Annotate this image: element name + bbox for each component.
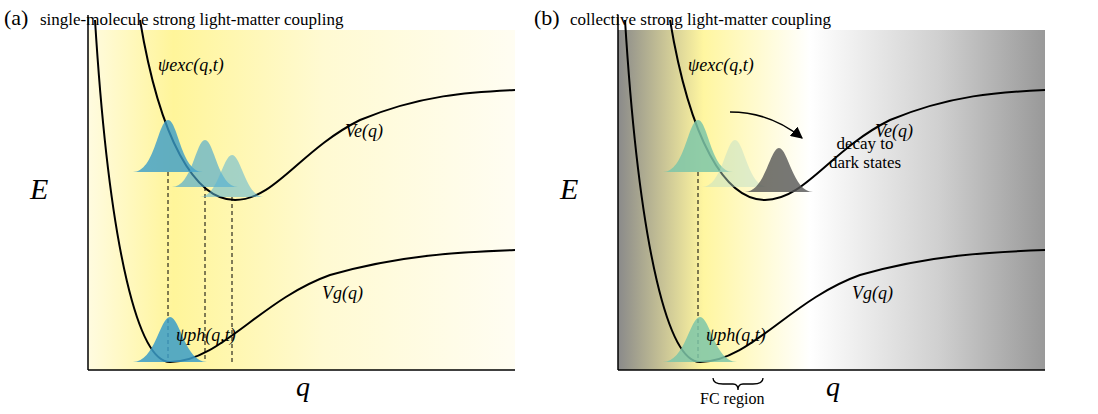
- panel-letter: (a): [4, 6, 28, 30]
- axis-label: q: [826, 372, 840, 403]
- curve-label: Ve(q): [345, 122, 383, 142]
- panel-title: single-molecule strong light-matter coup…: [40, 11, 344, 30]
- wavepacket-label: ψexc(q,t): [158, 56, 224, 76]
- panel-letter: (b): [534, 6, 560, 30]
- wavepacket-label: ψexc(q,t): [688, 56, 754, 76]
- panel-b: [618, 15, 1045, 390]
- axis-label: E: [560, 172, 578, 205]
- annotation: decay to dark states: [820, 135, 910, 172]
- region-label: FC region: [700, 390, 764, 408]
- axis-label: q: [296, 372, 310, 403]
- wavepacket-label: ψph(q,t): [706, 326, 766, 346]
- axis-label: E: [30, 172, 48, 205]
- panel-title: collective strong light-matter coupling: [570, 11, 831, 30]
- panel-a: [88, 15, 515, 370]
- wavepacket-label: ψph(q,t): [176, 326, 236, 346]
- curve-label: Vg(q): [852, 284, 893, 304]
- curve-label: Vg(q): [322, 284, 363, 304]
